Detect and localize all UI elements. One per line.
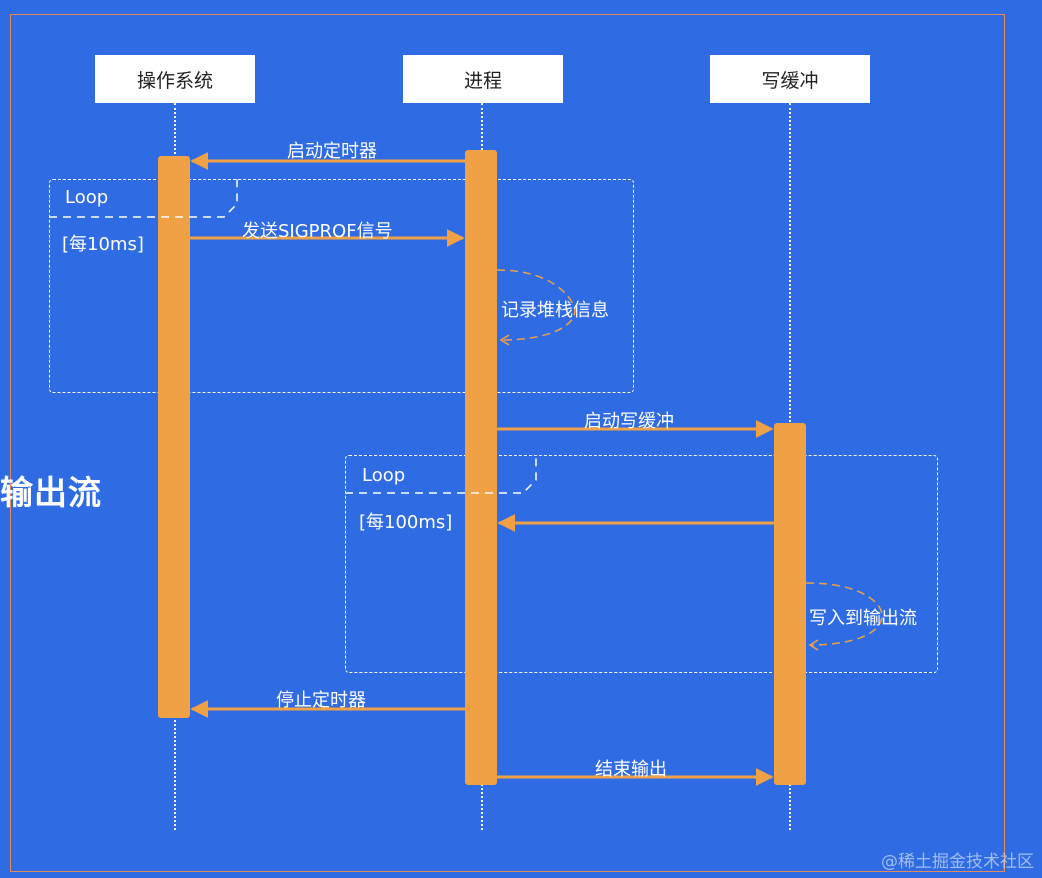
arrow-write-output-stream xyxy=(805,582,883,651)
activation-os xyxy=(158,156,190,718)
loop-frame-100ms xyxy=(345,455,938,673)
loop-frame-10ms xyxy=(49,179,634,393)
loop-label-10ms: Loop xyxy=(65,187,109,208)
loop-guard-10ms: [每10ms] xyxy=(62,234,144,255)
message-stop-timer: 停止定时器 xyxy=(276,690,366,711)
activation-process xyxy=(465,150,497,785)
message-write-output-stream: 写入到输出流 xyxy=(809,608,917,629)
message-record-stack: 记录堆栈信息 xyxy=(501,300,609,321)
watermark: @稀土掘金技术社区 xyxy=(881,852,1034,872)
outer-frame xyxy=(10,14,1005,872)
loop-notch-100ms xyxy=(345,455,537,494)
loop-guard-100ms: [每100ms] xyxy=(359,512,453,533)
activation-write-buffer xyxy=(774,423,806,785)
loop-label-100ms: Loop xyxy=(362,465,406,486)
participant-write-buffer: 写缓冲 xyxy=(710,55,870,103)
participant-process: 进程 xyxy=(403,55,563,103)
outer-partial-label: 输出流 xyxy=(0,473,102,512)
message-send-signal: 发送SIGPROF信号 xyxy=(242,221,393,242)
participant-os: 操作系统 xyxy=(95,55,255,103)
arrow-record-stack xyxy=(496,269,576,346)
loop-notch-10ms xyxy=(49,179,238,218)
message-end-output: 结束输出 xyxy=(595,759,667,780)
message-start-timer: 启动定时器 xyxy=(287,141,377,162)
message-start-write-buffer: 启动写缓冲 xyxy=(584,411,674,432)
